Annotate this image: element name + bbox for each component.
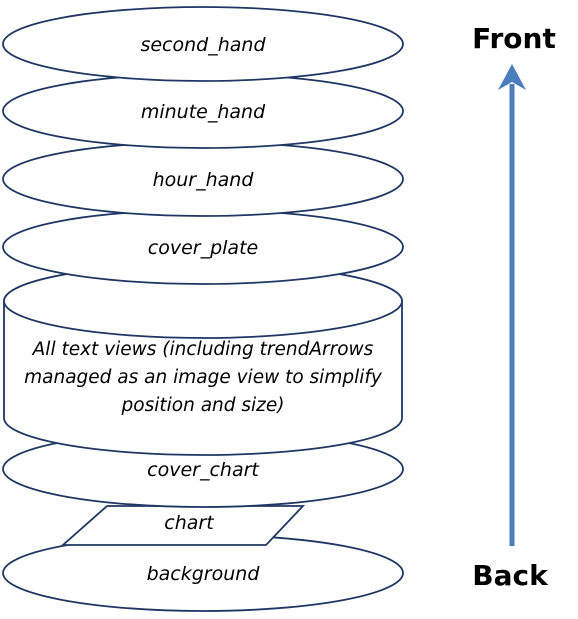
depth-arrow-head [498, 64, 526, 90]
second-hand-layer [2, 6, 404, 82]
text-views-label-line-2: managed as an image view to simplify [24, 367, 383, 388]
second-hand-label: second_hand [140, 34, 266, 56]
cover-plate-label: cover_plate [148, 237, 258, 259]
hour-hand-label: hour_hand [153, 169, 255, 191]
text-views-label-line-1: All text views (including trendArrows [32, 339, 374, 360]
chart-label: chart [164, 512, 215, 534]
text-views-label-line-3: position and size) [121, 395, 285, 416]
background-label: background [147, 563, 261, 585]
minute-hand-label: minute_hand [141, 101, 266, 123]
back-label: Back [472, 559, 549, 592]
cover-chart-label: cover_chart [147, 459, 260, 481]
front-label: Front [472, 22, 556, 55]
